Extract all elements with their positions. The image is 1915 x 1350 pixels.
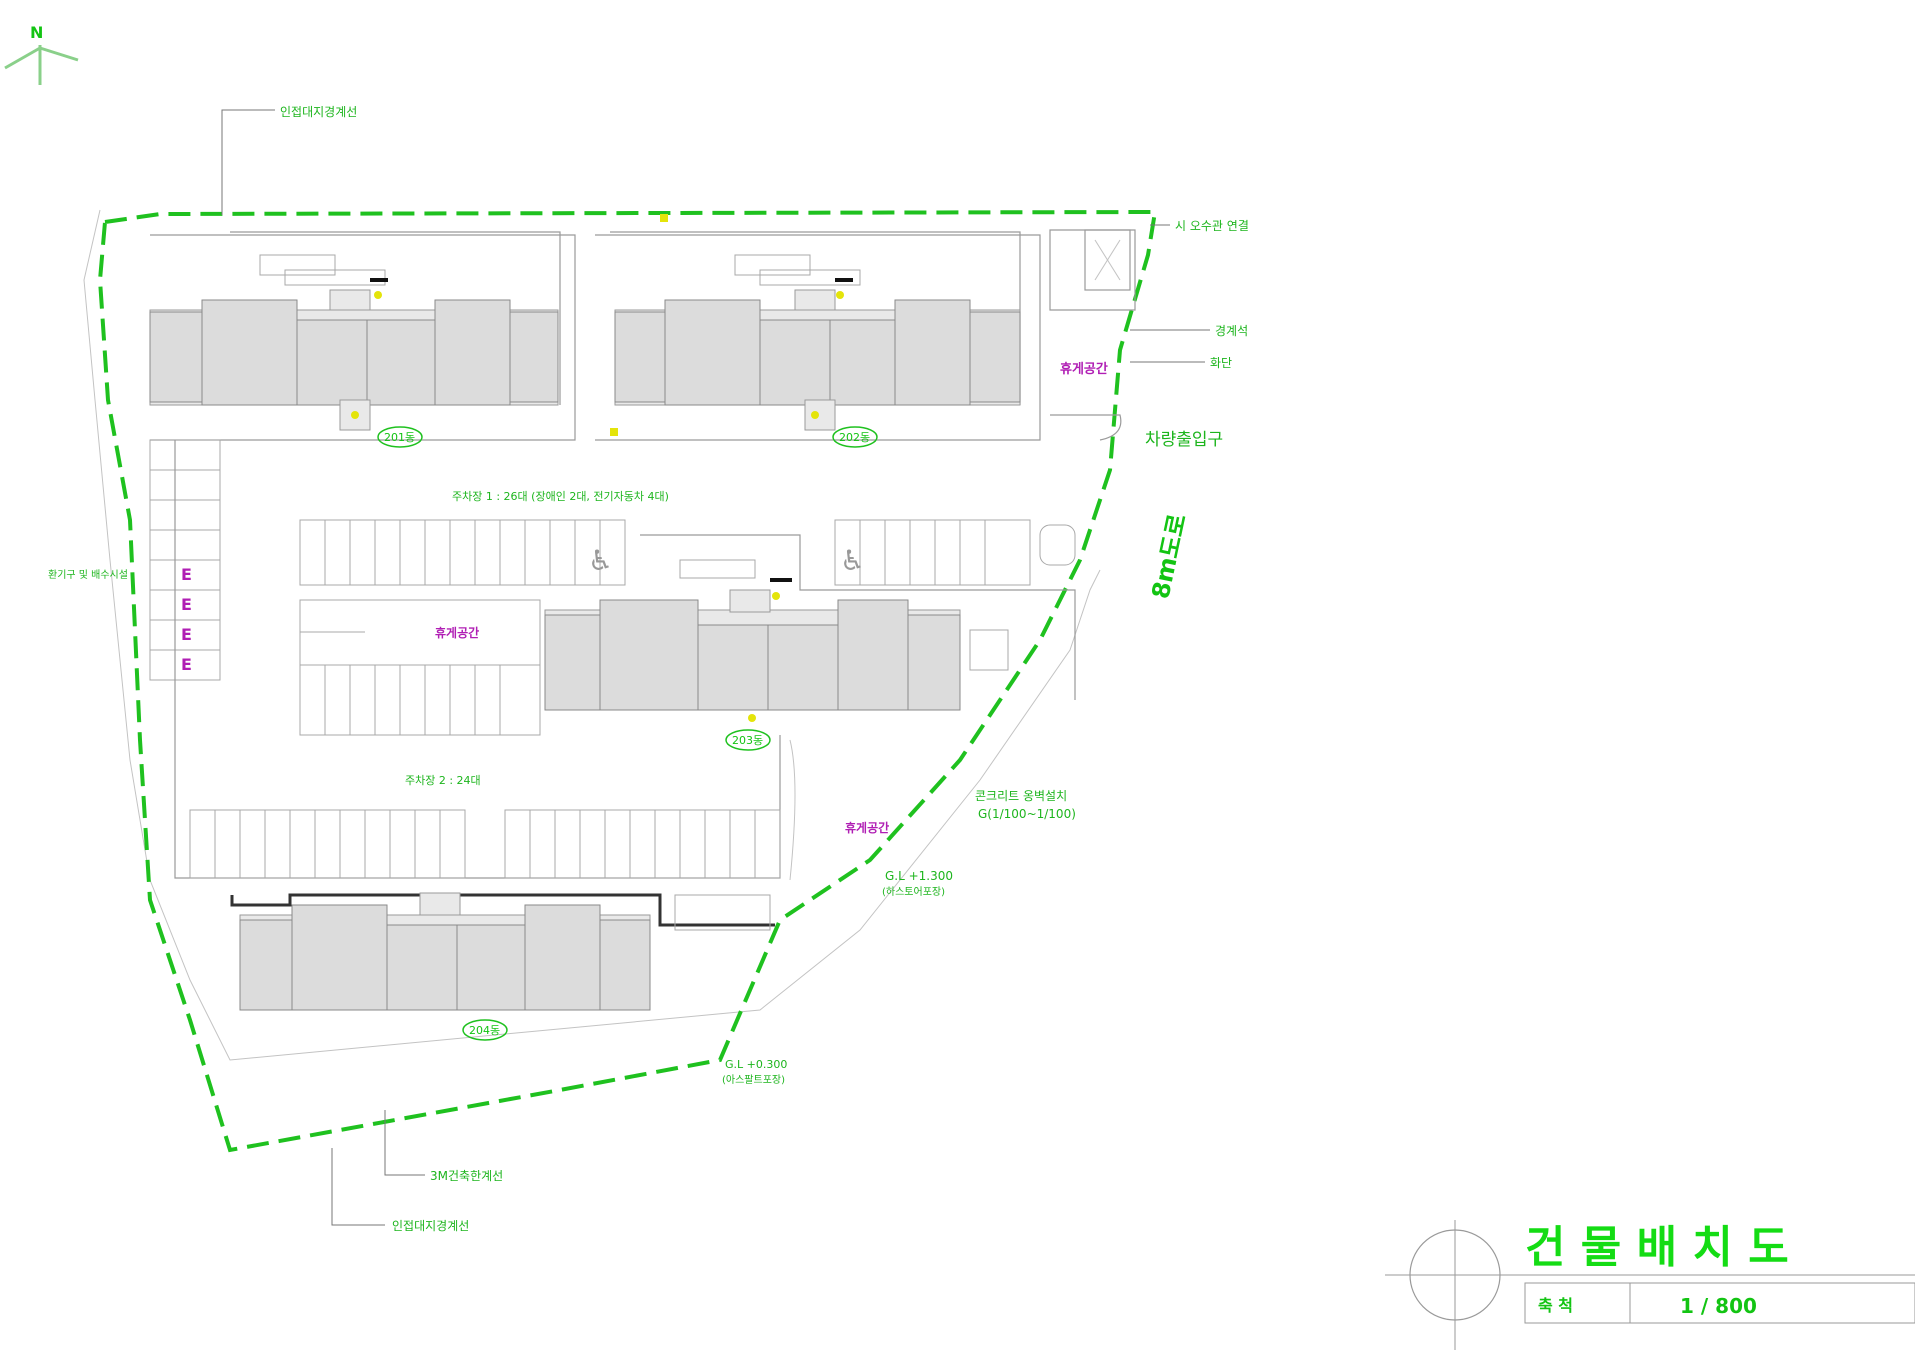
ev-mark-4: E [181, 655, 192, 674]
ramp-range: G(1/100~1/100) [978, 807, 1076, 821]
building-203-label: 203동 [732, 734, 763, 747]
bottom-boundary-2: 인접대지경계선 [392, 1219, 469, 1233]
gate2-label: 화단 [1210, 356, 1232, 370]
ev-parking-stalls: E E E E [149, 439, 221, 681]
top-boundary-label: 인접대지경계선 [280, 105, 357, 119]
drawing-title: 건 물 배 치 도 [1525, 1222, 1789, 1273]
scale-label: 축 척 [1538, 1296, 1573, 1315]
middle-parking-rows: ♿ ♿ [299, 519, 1076, 736]
building-202: 202동 [614, 254, 1021, 448]
scale-value: 1 / 800 [1680, 1294, 1757, 1318]
ramp-note: 콘크리트 옹벽설치 [975, 789, 1067, 803]
north-label: N [30, 23, 43, 42]
building-201-label: 201동 [384, 431, 415, 444]
title-block: 건 물 배 치 도 축 척 1 / 800 [1385, 1220, 1915, 1350]
building-204: 204동 [230, 892, 775, 1041]
gate1-label: 경계석 [1215, 324, 1248, 338]
ev-mark-3: E [181, 625, 192, 644]
site-boundary [97, 209, 1158, 1153]
rest-area-1: 휴게공간 [1060, 361, 1108, 377]
gl-bottom-sub: (하스토어포장) [882, 885, 945, 898]
bottom-boundary-1: 3M건축한계선 [430, 1169, 503, 1183]
parking-lot-1-label: 주차장 1 : 26대 (장애인 2대, 전기자동차 4대) [452, 490, 669, 503]
fan-area-label: 환기구 및 배수시설 [48, 569, 128, 581]
entrance-label: 차량출입구 [1145, 430, 1223, 450]
gl-bottom: G.L +1.300 [885, 869, 953, 883]
building-204-label: 204동 [469, 1024, 500, 1037]
gl-road: G.L +0.300 [725, 1058, 787, 1071]
accessible-icon-2: ♿ [840, 544, 865, 577]
accessible-icon: ♿ [588, 544, 613, 577]
north-arrow-icon: N [4, 23, 79, 85]
ev-mark-1: E [181, 565, 192, 584]
lower-parking-row [189, 809, 781, 879]
parking-lot-2-label: 주차장 2 : 24대 [405, 774, 481, 787]
building-202-label: 202동 [839, 431, 870, 444]
water-tank-label: 시 오수관 연결 [1175, 219, 1249, 233]
gl-road-sub: (아스팔트포장) [722, 1074, 785, 1086]
rest-area-2: 휴게공간 [435, 625, 479, 640]
building-201: 201동 [149, 254, 559, 448]
rest-area-3: 휴게공간 [845, 820, 889, 835]
road-label: 8m도로 [1146, 511, 1191, 601]
ev-mark-2: E [181, 595, 192, 614]
building-203: 203동 [544, 534, 1076, 751]
